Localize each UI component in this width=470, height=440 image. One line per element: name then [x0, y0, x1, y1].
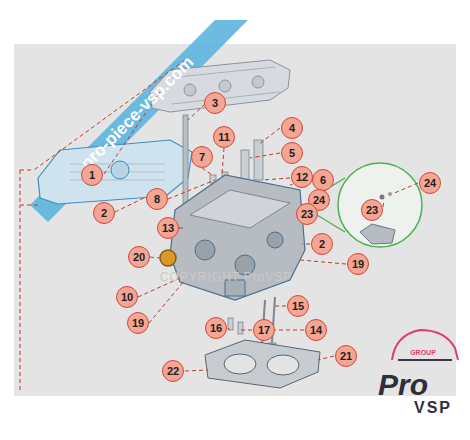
callout-number: 1 — [81, 164, 103, 186]
callout-number: 8 — [146, 188, 168, 210]
callout-number: 13 — [157, 217, 179, 239]
callout-number: 3 — [204, 92, 226, 114]
callout-number: 23 — [296, 203, 318, 225]
callout-number: 24 — [419, 172, 441, 194]
callout-number: 22 — [162, 360, 184, 382]
logo-text: Pro — [378, 368, 428, 402]
callout-number: 14 — [305, 319, 327, 341]
head-gasket — [205, 340, 320, 388]
leader-line — [20, 60, 418, 390]
callout-number: 4 — [281, 117, 303, 139]
logo-car — [392, 330, 458, 360]
callout-number: 19 — [347, 253, 369, 275]
callout-number: 20 — [128, 246, 150, 268]
watermark-text: COPYRIGHT — [160, 270, 240, 284]
callout-number: 15 — [287, 295, 309, 317]
panel — [14, 44, 456, 396]
callout-number: 23 — [361, 199, 383, 221]
callout-number: 17 — [253, 319, 275, 341]
callout-number: 7 — [191, 146, 213, 168]
callout-number: 12 — [291, 166, 313, 188]
logo-text: VSP — [414, 399, 452, 417]
callout-number: 19 — [127, 312, 149, 334]
callout-number: 6 — [312, 169, 334, 191]
callout-number: 10 — [116, 286, 138, 308]
oil-seal — [160, 250, 176, 266]
callout-number: 11 — [213, 126, 235, 148]
callout-number: 21 — [335, 345, 357, 367]
callout-number: 16 — [205, 317, 227, 339]
watermark-text: ProVSP — [244, 270, 293, 284]
callout-number: 2 — [311, 233, 333, 255]
logo-text: GROUP — [410, 349, 436, 356]
callout-number: 2 — [93, 202, 115, 224]
callout-number: 5 — [281, 142, 303, 164]
